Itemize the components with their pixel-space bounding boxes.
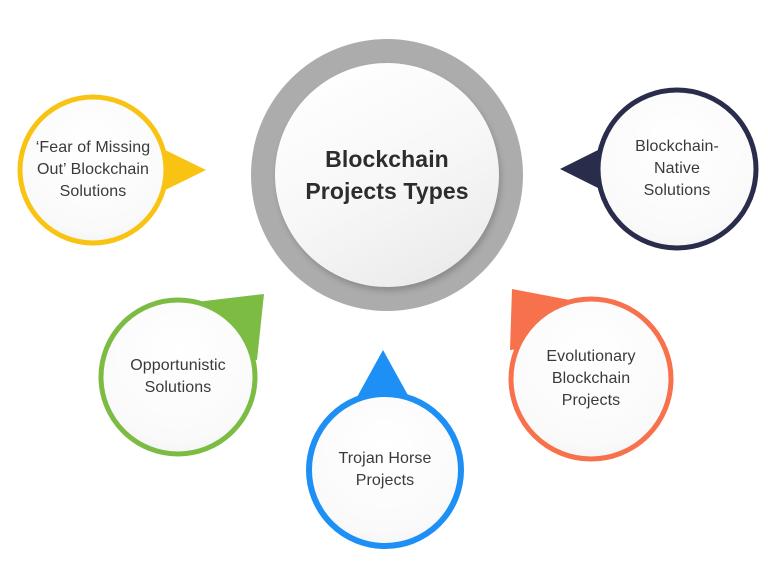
evolutionary-label: Evolutionary Blockchain Projects (546, 348, 636, 409)
opportunistic-label: Opportunistic Solutions (130, 357, 226, 396)
trojan-horse-bubble (306, 391, 464, 549)
trojan-horse-label: Trojan Horse Projects (338, 450, 432, 489)
center-inner-circle (275, 63, 499, 287)
fomo-label: ‘Fear of Missing Out’ Blockchain Solutio… (35, 139, 151, 200)
opportunistic-bubble (98, 297, 258, 457)
blockchain-native-label: Blockchain- Native Solutions (635, 138, 719, 199)
evolutionary-bubble (508, 296, 674, 462)
blockchain-native-bubble (595, 87, 759, 251)
fomo-bubble (17, 94, 169, 246)
center-title: Blockchain Projects Types (305, 146, 469, 204)
